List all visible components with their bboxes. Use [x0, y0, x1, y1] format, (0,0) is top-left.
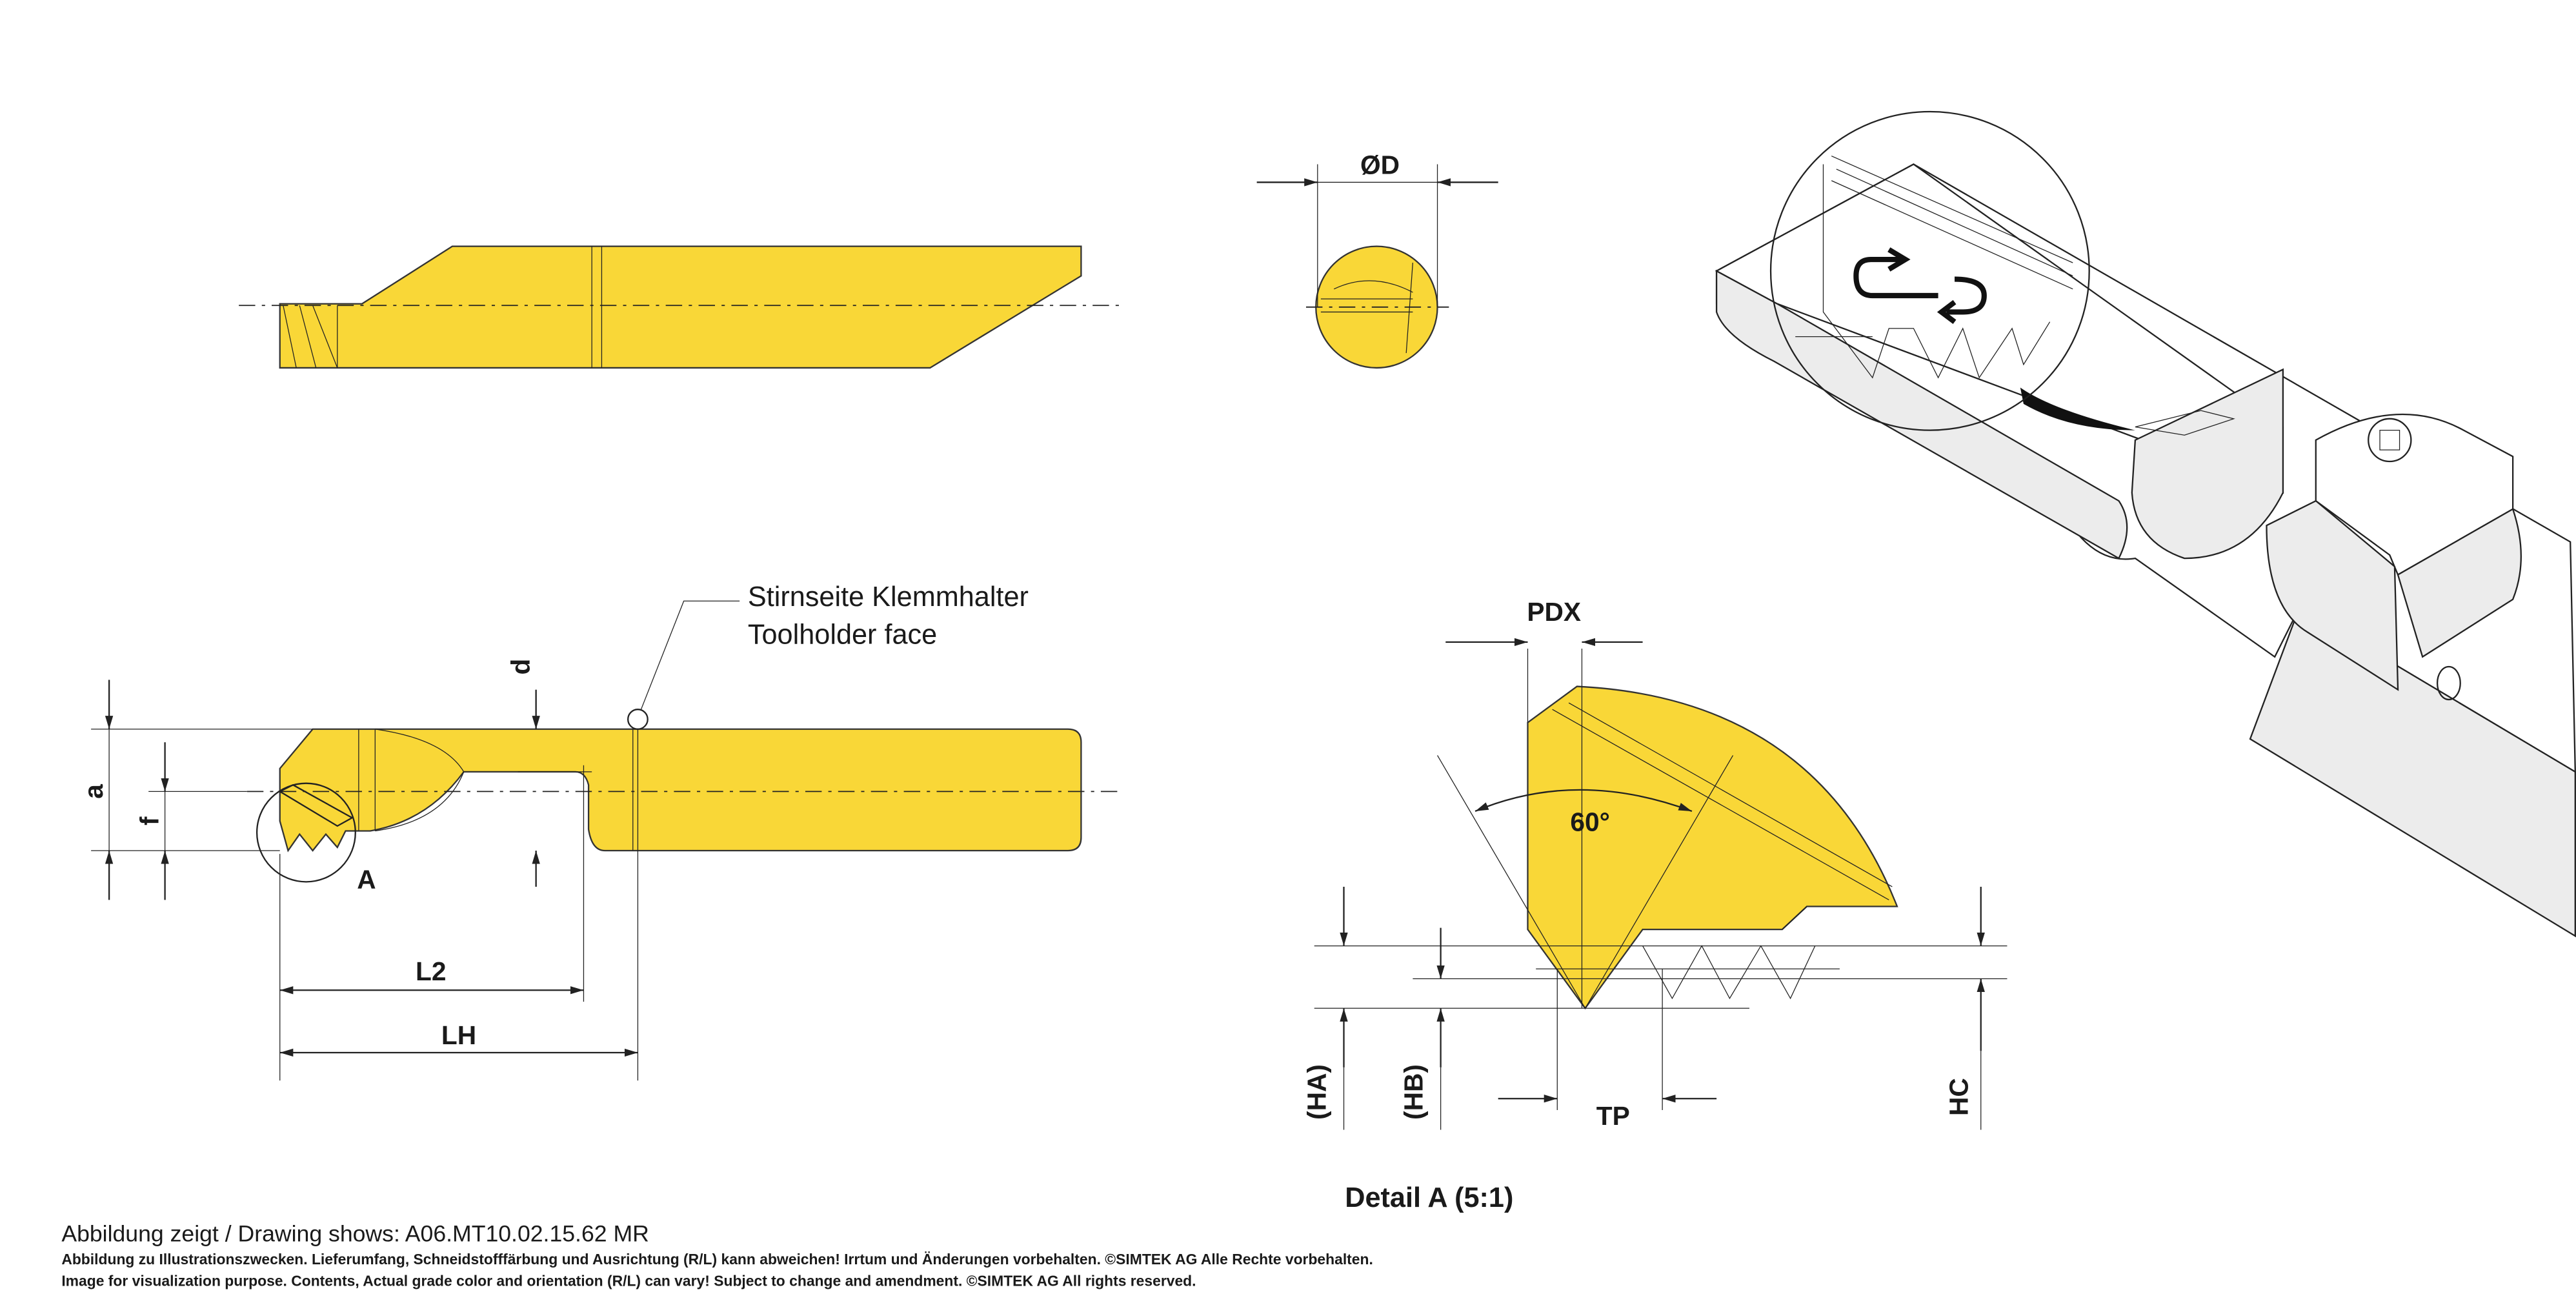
- top-view: [239, 245, 1121, 369]
- disclaimer-en: Image for visualization purpose. Content…: [61, 1272, 1196, 1289]
- dim-pdx: PDX: [1527, 597, 1581, 627]
- footer: Abbildung zeigt / Drawing shows: A06.MT1…: [61, 1221, 1373, 1289]
- dim-a: a: [79, 784, 108, 799]
- dim-ha: (HA): [1302, 1064, 1332, 1120]
- dim-f: f: [134, 816, 164, 825]
- disclaimer-de: Abbildung zu Illustrationszwecken. Liefe…: [61, 1251, 1373, 1268]
- toolholder-face-label-de: Stirnseite Klemmhalter: [748, 581, 1029, 612]
- side-view: A a f d L2 LH Stirnseite Klemmhalter Too…: [79, 581, 1121, 1081]
- detail-a-view: 60° PDX (HA) (HB) HC TP Detail A (5:1): [1302, 597, 2007, 1213]
- od-label: ØD: [1360, 150, 1400, 180]
- dim-d: d: [505, 659, 535, 675]
- dim-hc: HC: [1944, 1078, 1973, 1116]
- dim-lh: LH: [441, 1020, 476, 1050]
- detail-title: Detail A (5:1): [1345, 1182, 1513, 1213]
- detail-a-marker: A: [357, 865, 376, 895]
- drawing-shows: Abbildung zeigt / Drawing shows: A06.MT1…: [61, 1221, 649, 1247]
- end-view: ØD: [1256, 150, 1498, 369]
- dim-l2: L2: [416, 956, 447, 986]
- isometric-view: [1715, 110, 2576, 938]
- angle-label: 60°: [1570, 807, 1610, 836]
- dim-tp: TP: [1596, 1101, 1630, 1131]
- dim-hb: (HB): [1399, 1064, 1429, 1120]
- toolholder-face-label-en: Toolholder face: [748, 619, 937, 650]
